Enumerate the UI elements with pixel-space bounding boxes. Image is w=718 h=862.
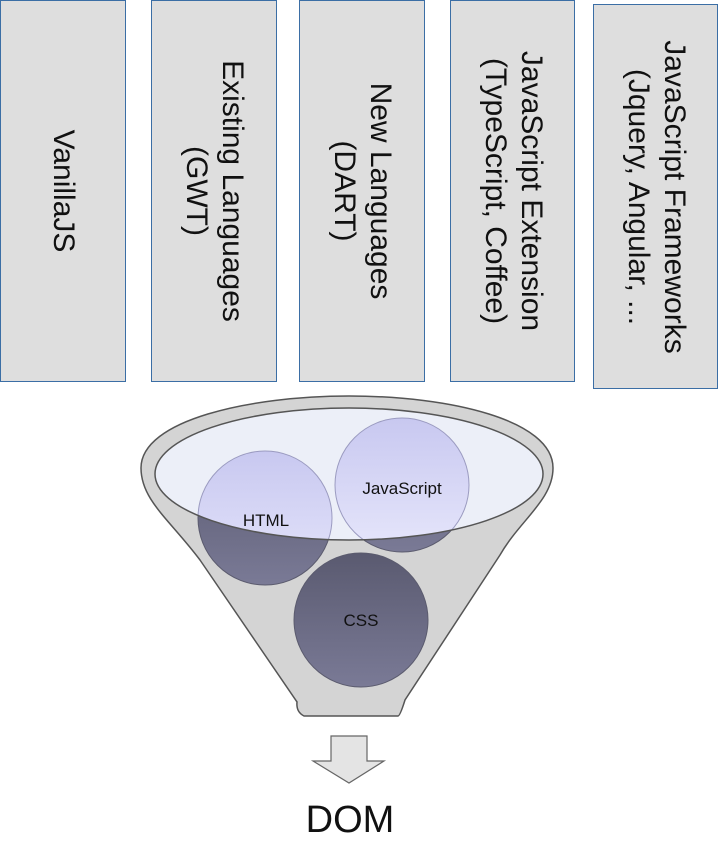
source-box-new-languages: New Languages (DART)	[299, 0, 425, 382]
source-box-javascript-frameworks: JavaScript Frameworks (Jquery, Angular, …	[593, 4, 718, 389]
ball-label-javascript: JavaScript	[362, 479, 442, 498]
funnel-rim	[154, 407, 544, 541]
ball-css	[293, 552, 429, 688]
source-box-existing-languages: Existing Languages (GWT)	[151, 0, 277, 382]
down-arrow-icon	[310, 735, 387, 784]
output-label-dom: DOM	[305, 799, 395, 841]
ball-label-css: CSS	[344, 611, 379, 630]
ball-label-html: HTML	[243, 511, 289, 530]
source-box-vanillajs: VanillaJS	[0, 0, 126, 382]
source-box-javascript-extension: JavaScript Extension (TypeScript, Coffee…	[450, 0, 575, 382]
